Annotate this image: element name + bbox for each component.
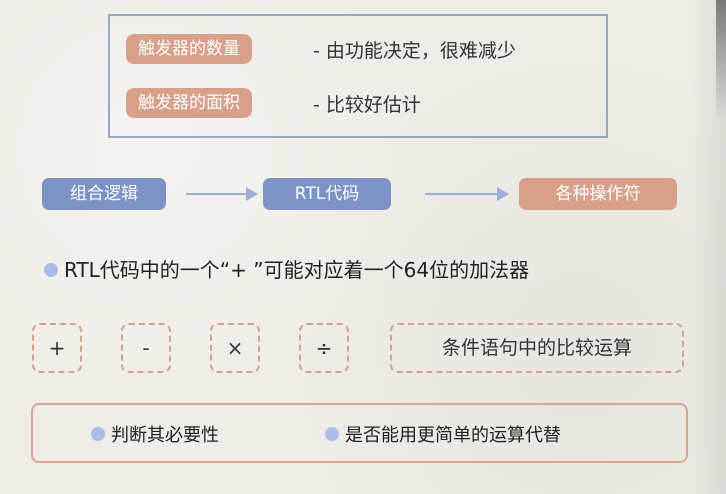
flow-step-combinational-logic: 组合逻辑 (42, 178, 166, 210)
desc-flipflop-count: - 由功能决定，很难减少 (313, 40, 516, 62)
bullet-dot-icon (91, 427, 105, 441)
flow-arrow-1 (186, 187, 258, 201)
bottom-summary-box: 判断其必要性 是否能用更简单的运算代替 (31, 403, 688, 463)
tag-flipflop-count: 触发器的数量 (126, 34, 252, 64)
operator-plus: + (32, 323, 82, 373)
rtl-adder-note-text: RTL代码中的一个“+ ”可能对应着一个64位的加法器 (64, 258, 530, 282)
operator-times: × (210, 323, 260, 373)
summary-box: 触发器的数量 - 由功能决定，很难减少 触发器的面积 - 比较好估计 (108, 14, 608, 138)
desc-flipflop-area: - 比较好估计 (313, 94, 421, 116)
flow-arrow-2 (425, 187, 509, 201)
bullet-dot-icon (44, 262, 58, 277)
bottom-item-necessity: 判断其必要性 (91, 421, 219, 447)
bottom-item-simpler-op: 是否能用更简单的运算代替 (325, 421, 561, 447)
flow-step-operators: 各种操作符 (519, 178, 677, 210)
slide-corner-shadow (716, 0, 726, 120)
flow-step-rtl-code: RTL代码 (263, 178, 391, 210)
operator-divide: ÷ (299, 323, 349, 373)
bottom-item-simpler-op-text: 是否能用更简单的运算代替 (345, 425, 561, 446)
conditional-comparison-box: 条件语句中的比较运算 (390, 323, 684, 373)
tag-flipflop-area: 触发器的面积 (126, 88, 252, 118)
bottom-item-necessity-text: 判断其必要性 (111, 425, 219, 446)
operator-minus: - (121, 323, 171, 373)
rtl-adder-note: RTL代码中的一个“+ ”可能对应着一个64位的加法器 (44, 254, 529, 283)
bullet-dot-icon (325, 427, 339, 441)
